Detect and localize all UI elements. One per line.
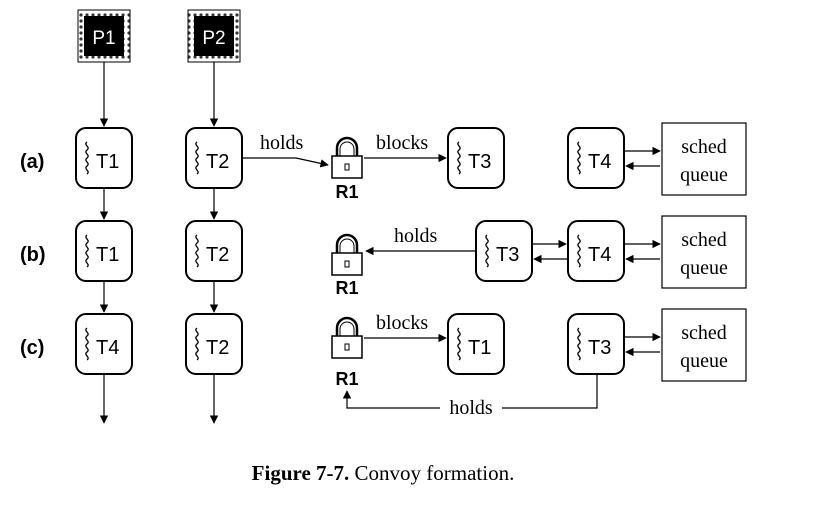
lock-icon-b [330, 233, 364, 277]
resource-label: R1 [335, 369, 358, 389]
thread-b-4: T4 [567, 220, 625, 282]
row-label-b: (b) [20, 244, 46, 266]
edge-label-blocks: blocks [376, 312, 428, 334]
thread-b-3: T3 [475, 220, 533, 282]
queue-label-line1: sched [681, 322, 727, 344]
processor-p2: P2 [187, 9, 241, 63]
thread-label: T1 [468, 337, 491, 359]
thread-b-2: T2 [185, 220, 243, 282]
processor-label: P2 [202, 28, 225, 49]
holds-label-bg [440, 396, 502, 420]
holds-edge-a [242, 157, 329, 168]
caption-prefix: Figure 7-7. [252, 461, 350, 485]
queue-label-line2: queue [680, 164, 728, 186]
lock-icon-a [330, 136, 364, 180]
thread-a-3: T3 [447, 127, 505, 189]
thread-label: T2 [206, 337, 229, 359]
caption-text: Convoy formation. [349, 461, 514, 485]
thread-label: T2 [206, 151, 229, 173]
thread-b-1: T1 [75, 220, 133, 282]
queue-label-line2: queue [680, 350, 728, 372]
thread-label: T3 [468, 151, 491, 173]
thread-label: T3 [496, 244, 519, 266]
thread-label: T2 [206, 244, 229, 266]
thread-label: T1 [96, 151, 119, 173]
thread-label: T4 [588, 244, 611, 266]
resource-label: R1 [335, 278, 358, 298]
processor-p1: P1 [77, 9, 131, 63]
edge-label-holds: holds [449, 397, 493, 419]
sched-queue-a: sched queue [661, 122, 747, 196]
sched-queue-b: sched queue [661, 215, 747, 289]
lock-icon-c [330, 316, 364, 360]
thread-label: T1 [96, 244, 119, 266]
thread-c-3: T1 [447, 313, 505, 375]
thread-a-1: T1 [75, 127, 133, 189]
thread-a-2: T2 [185, 127, 243, 189]
queue-label-line1: sched [681, 136, 727, 158]
resource-label: R1 [335, 182, 358, 202]
thread-a-4: T4 [567, 127, 625, 189]
row-label-c: (c) [20, 337, 44, 359]
figure-caption: Figure 7-7. Convoy formation. [252, 461, 515, 485]
processor-label: P1 [92, 28, 115, 49]
thread-c-4: T3 [567, 313, 625, 375]
queue-label-line1: sched [681, 229, 727, 251]
row-label-a: (a) [20, 151, 44, 173]
thread-c-1: T4 [75, 313, 133, 375]
edge-label-holds: holds [260, 132, 304, 154]
thread-label: T4 [96, 337, 119, 359]
queue-label-line2: queue [680, 257, 728, 279]
edge-label-holds: holds [394, 225, 438, 247]
sched-queue-c: sched queue [661, 308, 747, 382]
thread-c-2: T2 [185, 313, 243, 375]
thread-label: T4 [588, 151, 611, 173]
edge-label-blocks: blocks [376, 132, 428, 154]
thread-label: T3 [588, 337, 611, 359]
